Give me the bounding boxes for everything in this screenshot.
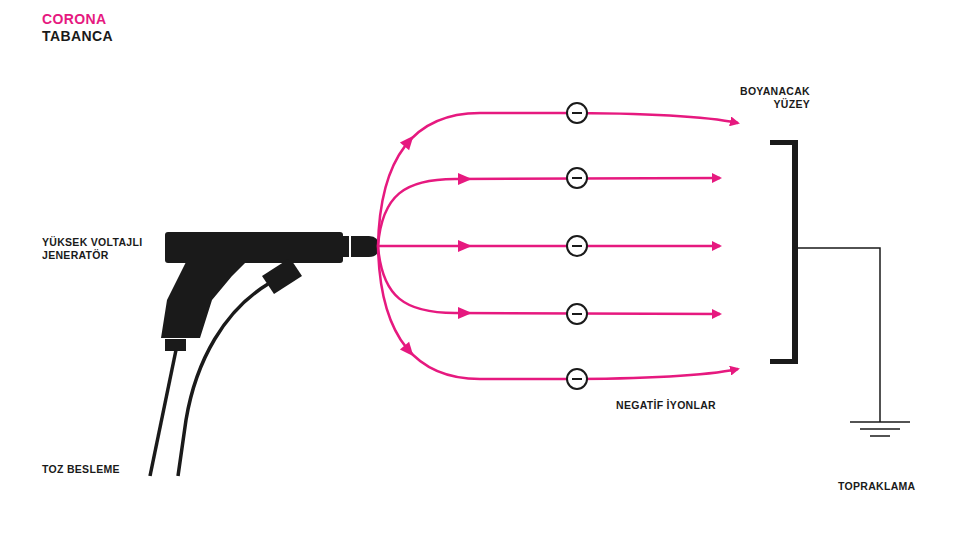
arrowhead — [458, 307, 472, 319]
field-line — [379, 245, 720, 248]
ions-label: NEGATİF İYONLAR — [616, 399, 716, 412]
arrowhead — [400, 132, 418, 150]
arrowhead — [458, 240, 472, 252]
gun-handle — [161, 262, 246, 338]
ion-symbol — [567, 369, 587, 389]
gun-body — [165, 232, 343, 263]
ion-symbol — [567, 304, 587, 324]
ion-symbol — [567, 236, 587, 256]
negative-ions — [567, 103, 587, 389]
ground-symbol — [860, 428, 900, 430]
surface-flange — [770, 359, 798, 364]
field-lines — [378, 113, 738, 379]
handle-connector — [165, 339, 186, 351]
field-line — [378, 246, 720, 314]
nozzle — [351, 236, 369, 257]
grounding-label: TOPRAKLAMA — [838, 480, 915, 493]
ground-symbol — [870, 435, 890, 437]
corona-gun — [161, 232, 379, 351]
arrowhead — [458, 173, 472, 185]
arrowhead — [400, 342, 418, 360]
ion-symbol — [567, 103, 587, 123]
field-line — [378, 178, 720, 246]
powder-feed-label: TOZ BESLEME — [42, 463, 120, 476]
powder-feed-cable — [150, 350, 176, 476]
nozzle-ring — [343, 236, 349, 257]
surface — [770, 140, 798, 364]
cable-connector — [262, 258, 302, 294]
ground-wire — [798, 248, 880, 422]
field-line — [378, 246, 738, 379]
field-line — [378, 113, 738, 246]
grounding — [798, 248, 910, 436]
ion-symbol — [567, 168, 587, 188]
ground-symbol — [850, 421, 910, 423]
surface-label: BOYANACAK YÜZEY — [722, 85, 810, 111]
mid-arrows — [400, 132, 472, 360]
generator-label: YÜKSEK VOLTAJLI JENERATÖR — [42, 236, 157, 262]
diagram-title-line: TABANCA — [42, 28, 113, 45]
surface-plate — [792, 140, 798, 364]
surface-flange — [770, 140, 798, 145]
diagram-title: CORONA — [42, 11, 107, 28]
